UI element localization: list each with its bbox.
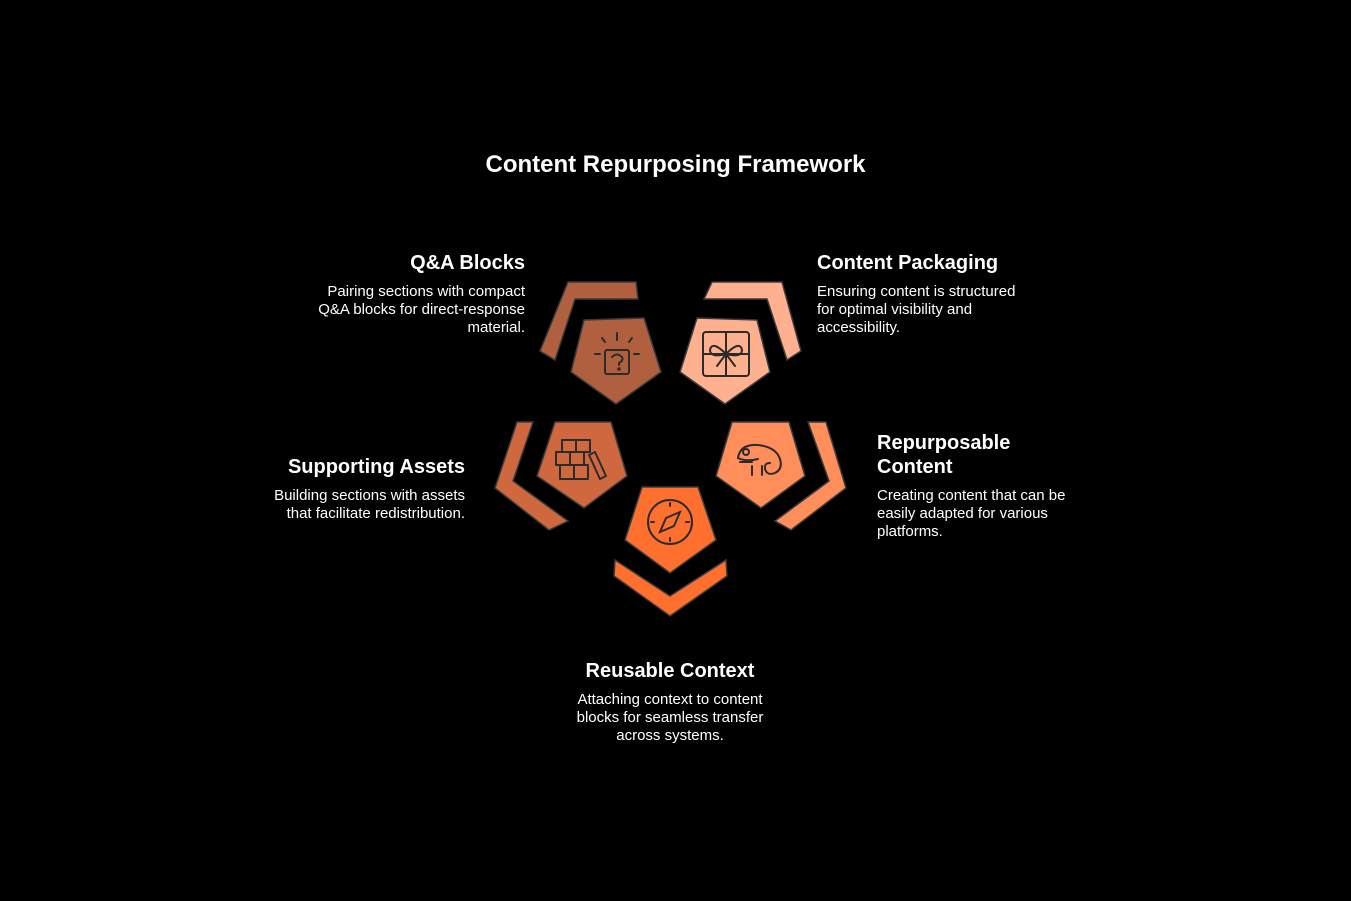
question-box-icon [594,332,640,375]
segment-packaging-chevron [702,281,802,362]
reusable-context-heading: Reusable Context [585,660,755,682]
segment-packaging [679,281,802,405]
segment-supporting [494,421,628,531]
compass-icon [647,499,693,545]
segment-qa [539,281,662,405]
segment-reusable-pentagon [624,486,717,574]
repurposable-content-heading: Repurposable Content [877,432,1011,478]
content-packaging-label: Content Packaging Ensuring content is st… [817,251,1032,337]
segment-reusable [613,486,728,617]
reusable-context-description: Attaching context to content blocks for … [576,691,764,744]
segment-repurposable [715,421,847,531]
segment-reusable-chevron [613,558,728,617]
content-packaging-heading: Content Packaging [817,252,999,274]
supporting-assets-description: Building sections with assets that facil… [274,487,465,522]
repurposable-content-description: Creating content that can be easily adap… [877,487,1066,540]
chameleon-icon [737,443,782,476]
supporting-assets-label: Supporting Assets Building sections with… [262,455,465,523]
reusable-context-label: Reusable Context Attaching context to co… [560,659,780,745]
qa-blocks-description: Pairing sections with compact Q&A blocks… [318,283,525,336]
supporting-assets-heading: Supporting Assets [287,456,465,478]
qa-blocks-label: Q&A Blocks Pairing sections with compact… [300,251,525,337]
segment-supporting-chevron [494,421,570,531]
segment-qa-chevron [539,281,639,362]
segment-qa-pentagon [570,317,662,405]
segment-repurposable-chevron [773,421,847,531]
qa-blocks-heading: Q&A Blocks [410,252,525,274]
bricks-icon [555,439,607,480]
diagram-title: Content Repurposing Framework [485,151,866,178]
content-packaging-description: Ensuring content is structured for optim… [817,283,1016,336]
repurposable-content-label: Repurposable Content Creating content th… [877,431,1077,541]
gift-box-icon [702,331,750,377]
segment-repurposable-pentagon [715,421,806,509]
